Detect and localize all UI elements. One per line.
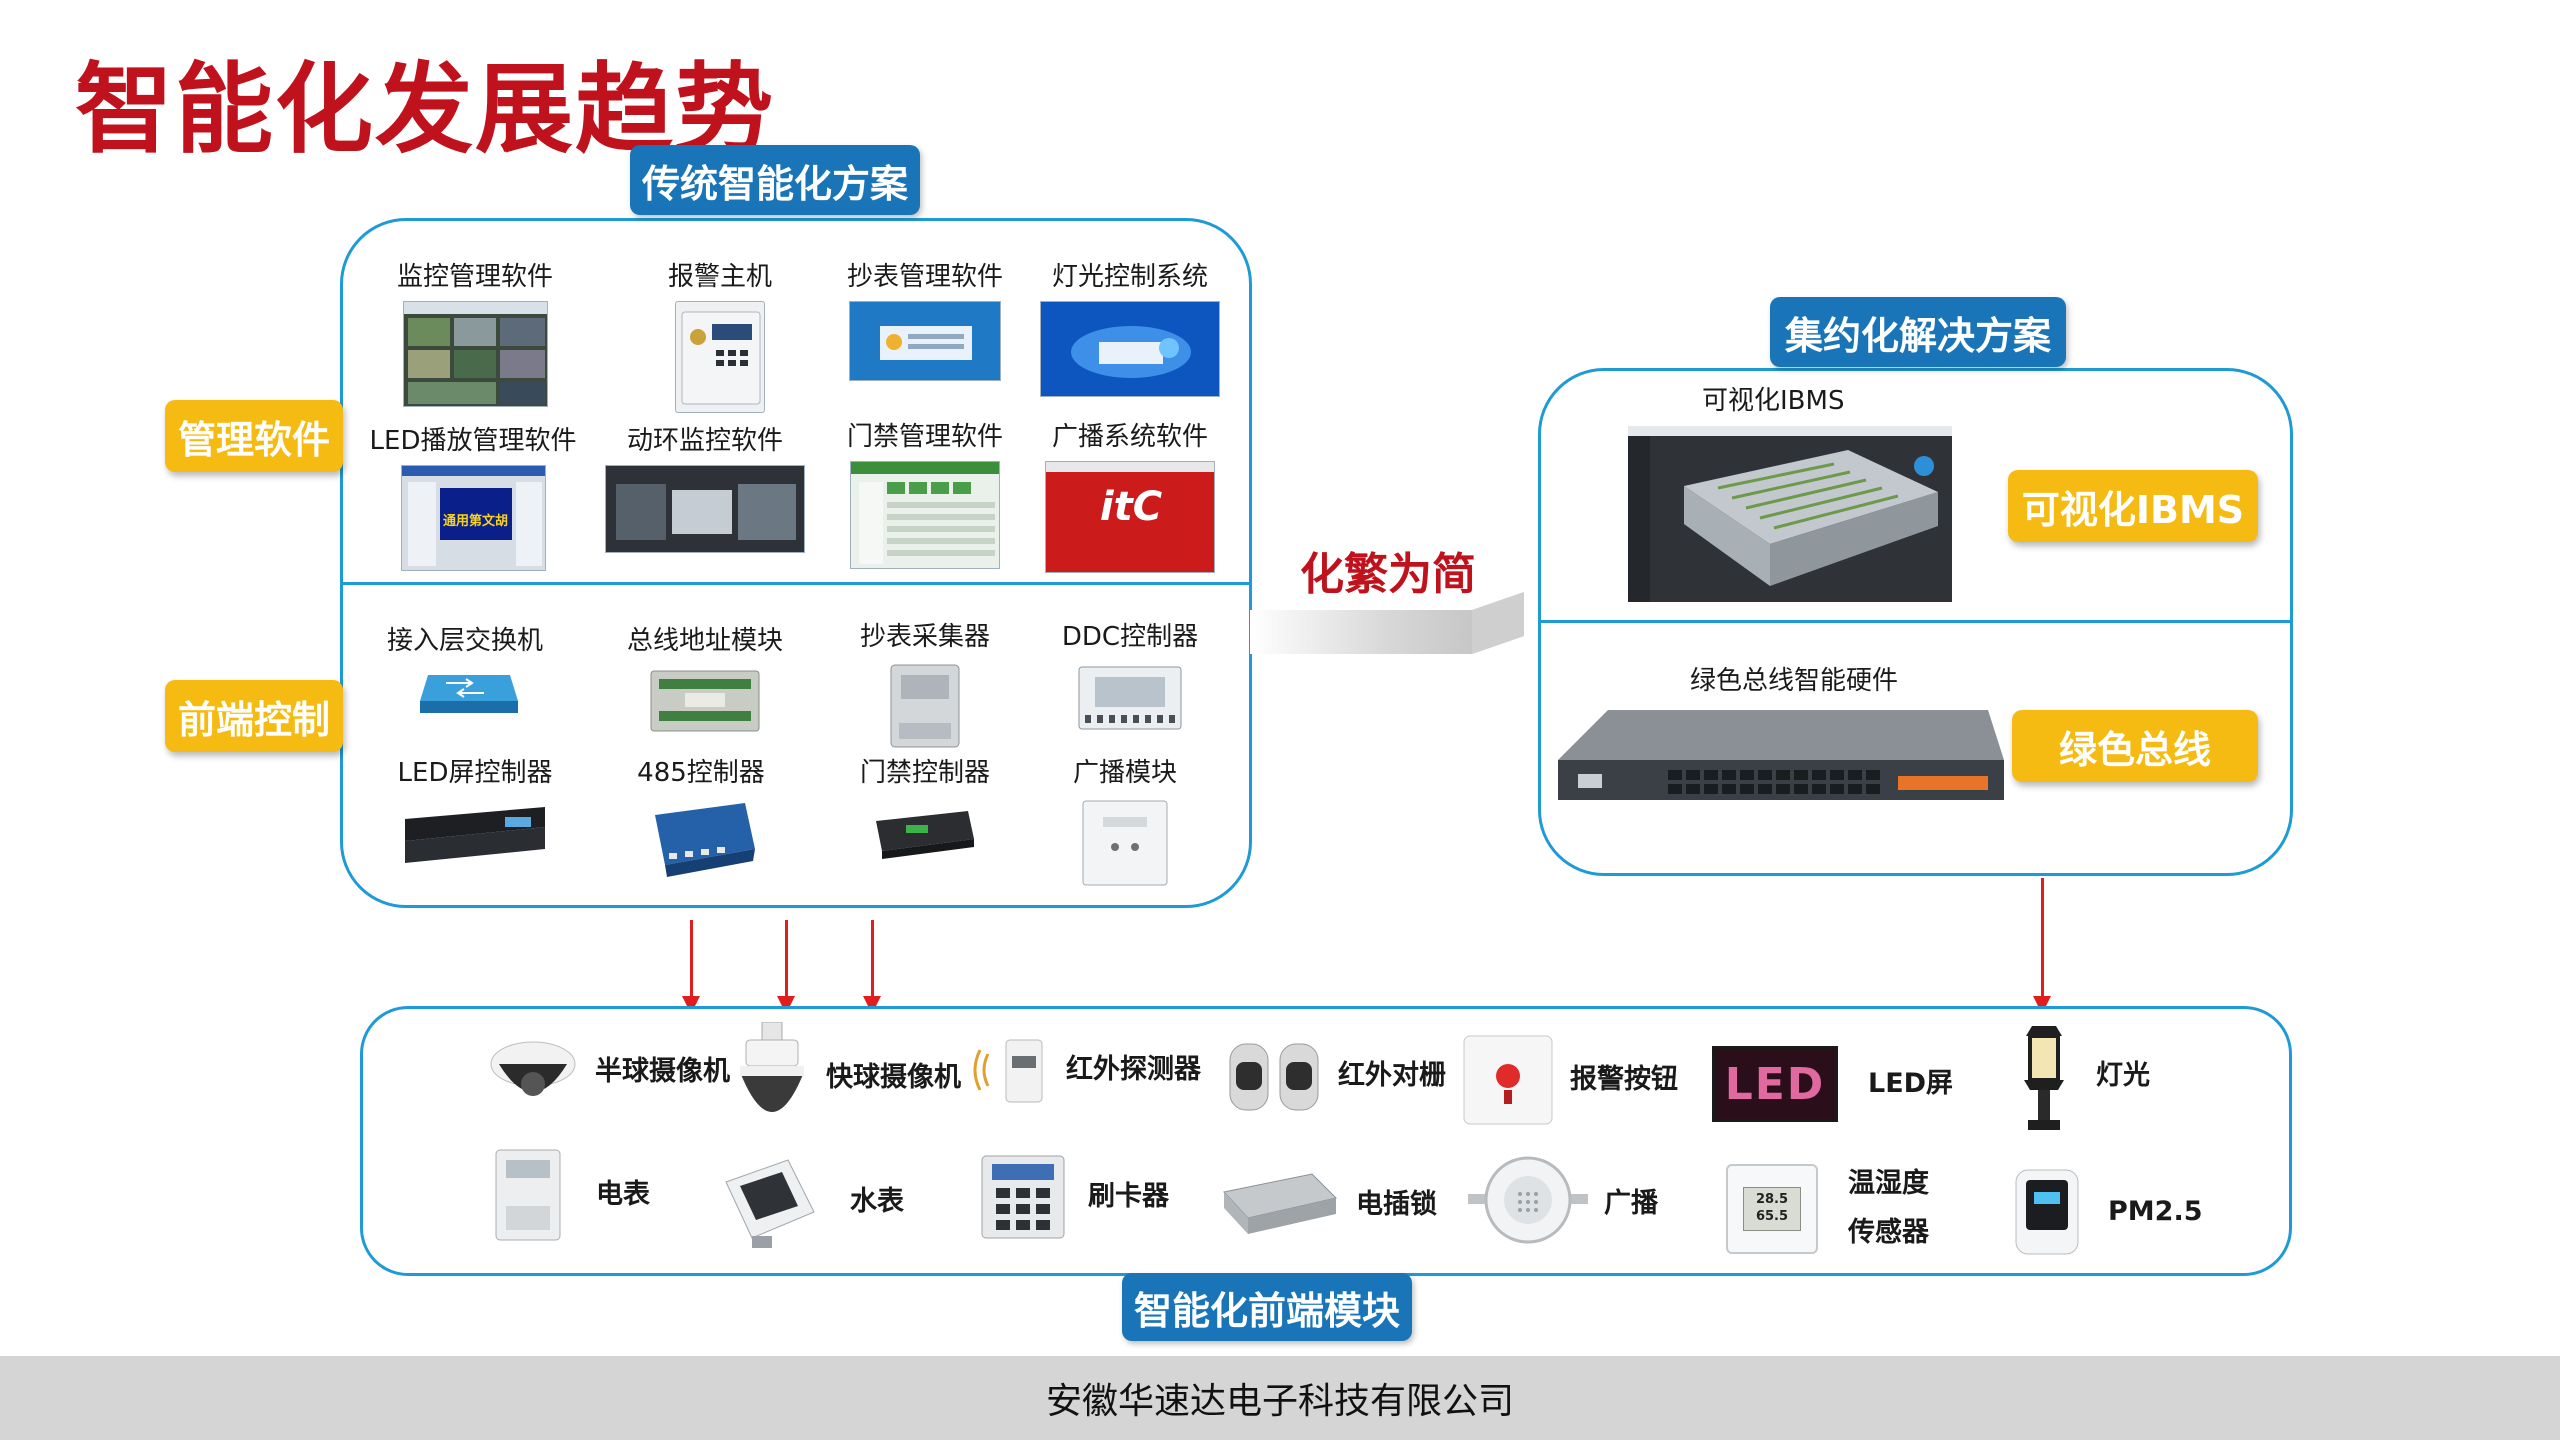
access-software-screenshot	[850, 461, 1000, 569]
software-item: 报警主机	[640, 256, 800, 413]
frontend-control-item: 门禁控制器	[845, 752, 1005, 863]
frontend-control-item: 抄表采集器	[845, 616, 1005, 751]
broadcast-software-icon	[1046, 462, 1214, 572]
traditional-divider	[340, 582, 1252, 585]
frontend-control-item: 总线地址模块	[610, 620, 800, 737]
itc-logo: itC	[1099, 484, 1163, 530]
frontend-control-item: LED屏控制器	[380, 752, 570, 873]
device-item: 电表	[490, 1146, 650, 1244]
environment-software-icon	[606, 466, 804, 552]
device-item: LED LED屏	[1712, 1046, 1953, 1122]
device-item: 红外对栅	[1224, 1036, 1446, 1116]
bus-caption: 绿色总线智能硬件	[1690, 666, 1899, 696]
device-item: 刷卡器	[978, 1152, 1169, 1242]
led-software-icon	[401, 466, 545, 566]
frontend-control-tag: 前端控制	[165, 680, 343, 752]
bus-address-module-icon	[650, 670, 760, 732]
water-meter-icon	[725, 1159, 815, 1248]
software-tag: 管理软件	[165, 400, 343, 472]
access-controller-icon	[876, 811, 974, 859]
electric-lock-icon	[1223, 1173, 1337, 1234]
led-screen-icon: LED	[1712, 1046, 1838, 1122]
ibms-caption: 可视化IBMS	[1702, 386, 1845, 416]
thermo-label: 温湿度 传感器	[1848, 1168, 1929, 1248]
thermo-hygrometer-icon: 28.5 65.5	[1726, 1163, 1818, 1254]
speed-dome-camera-icon	[740, 1022, 804, 1112]
arrow-line	[2041, 878, 2044, 1000]
device-item: 报警按钮	[1460, 1032, 1678, 1128]
lighting-software-screenshot	[1040, 301, 1220, 397]
card-reader-icon	[981, 1155, 1065, 1239]
device-item: 电插锁	[1214, 1168, 1437, 1242]
electric-meter-icon	[495, 1149, 561, 1241]
software-item: 广播系统软件 itC	[1040, 416, 1220, 573]
led-thumb-text: 通用第文胡	[442, 514, 508, 529]
intensive-tag: 集约化解决方案	[1770, 297, 2066, 367]
frontend-control-item: 485控制器	[606, 752, 796, 883]
device-item: PM2.5	[2012, 1166, 2203, 1258]
alarm-host-image	[675, 301, 765, 413]
device-item: 灯光	[2014, 1018, 2150, 1134]
frontend-control-item: 广播模块	[1040, 752, 1210, 889]
alarm-button-icon	[1463, 1035, 1553, 1125]
frontend-modules-panel	[360, 1006, 2292, 1276]
footer-company: 安徽华速达电子科技有限公司	[0, 1356, 2560, 1440]
ibms-tag: 可视化IBMS	[2008, 470, 2258, 542]
infrared-detector-icon	[973, 1039, 1043, 1103]
infrared-beam-icon	[1229, 1043, 1319, 1111]
software-item: 监控管理软件	[380, 256, 570, 407]
device-item: 快球摄像机	[732, 1022, 961, 1134]
ddc-controller-icon	[1078, 666, 1182, 730]
traditional-tag: 传统智能化方案	[630, 145, 920, 215]
dome-camera-icon	[490, 1041, 576, 1096]
device-item: 广播	[1466, 1154, 1658, 1254]
switch-icon	[420, 675, 518, 713]
ceiling-speaker-icon	[1468, 1156, 1588, 1244]
led-controller-icon	[405, 807, 545, 863]
frontend-control-item: 接入层交换机	[370, 620, 560, 725]
green-bus-hardware-image	[1558, 710, 2004, 800]
led-software-screenshot: 通用第文胡	[400, 465, 546, 571]
software-item: 抄表管理软件	[840, 256, 1010, 381]
device-item: 红外探测器	[966, 1030, 1201, 1110]
software-item: 动环监控软件	[600, 420, 810, 553]
meter-collector-icon	[890, 664, 960, 748]
frontend-modules-tag: 智能化前端模块	[1122, 1273, 1412, 1341]
meter-software-screenshot	[849, 301, 1001, 381]
monitor-software-screenshot	[402, 301, 548, 407]
lighting-login-icon	[1041, 302, 1219, 396]
access-software-icon	[851, 462, 999, 564]
pm25-sensor-icon	[2015, 1169, 2079, 1255]
transition-label: 化繁为简	[1300, 549, 1476, 600]
camera-grid-icon	[403, 302, 547, 404]
login-screen-icon	[850, 302, 1000, 380]
garden-light-icon	[2024, 1026, 2064, 1130]
software-item: LED播放管理软件 通用第文胡	[358, 420, 588, 571]
device-item: 水表	[718, 1152, 904, 1252]
alarm-panel-icon	[681, 311, 761, 405]
frontend-control-item: DDC控制器	[1045, 616, 1215, 735]
broadcast-module-icon	[1082, 800, 1168, 886]
green-bus-tag: 绿色总线	[2012, 710, 2258, 782]
device-item: 半球摄像机	[485, 1024, 730, 1120]
arrow-line	[690, 920, 693, 1000]
device-item: 28.5 65.5 温湿度 传感器	[1726, 1160, 1929, 1257]
broadcast-software-screenshot: itC	[1045, 461, 1215, 573]
arrow-line	[871, 920, 874, 1000]
transition-arrow	[1250, 592, 1524, 654]
intensive-divider	[1538, 620, 2293, 623]
ibms-screenshot	[1628, 426, 1952, 602]
rs485-controller-icon	[655, 803, 755, 877]
software-item: 灯光控制系统	[1040, 256, 1220, 397]
arrow-line	[785, 920, 788, 1000]
software-item: 门禁管理软件	[840, 416, 1010, 569]
environment-software-screenshot	[605, 465, 805, 553]
